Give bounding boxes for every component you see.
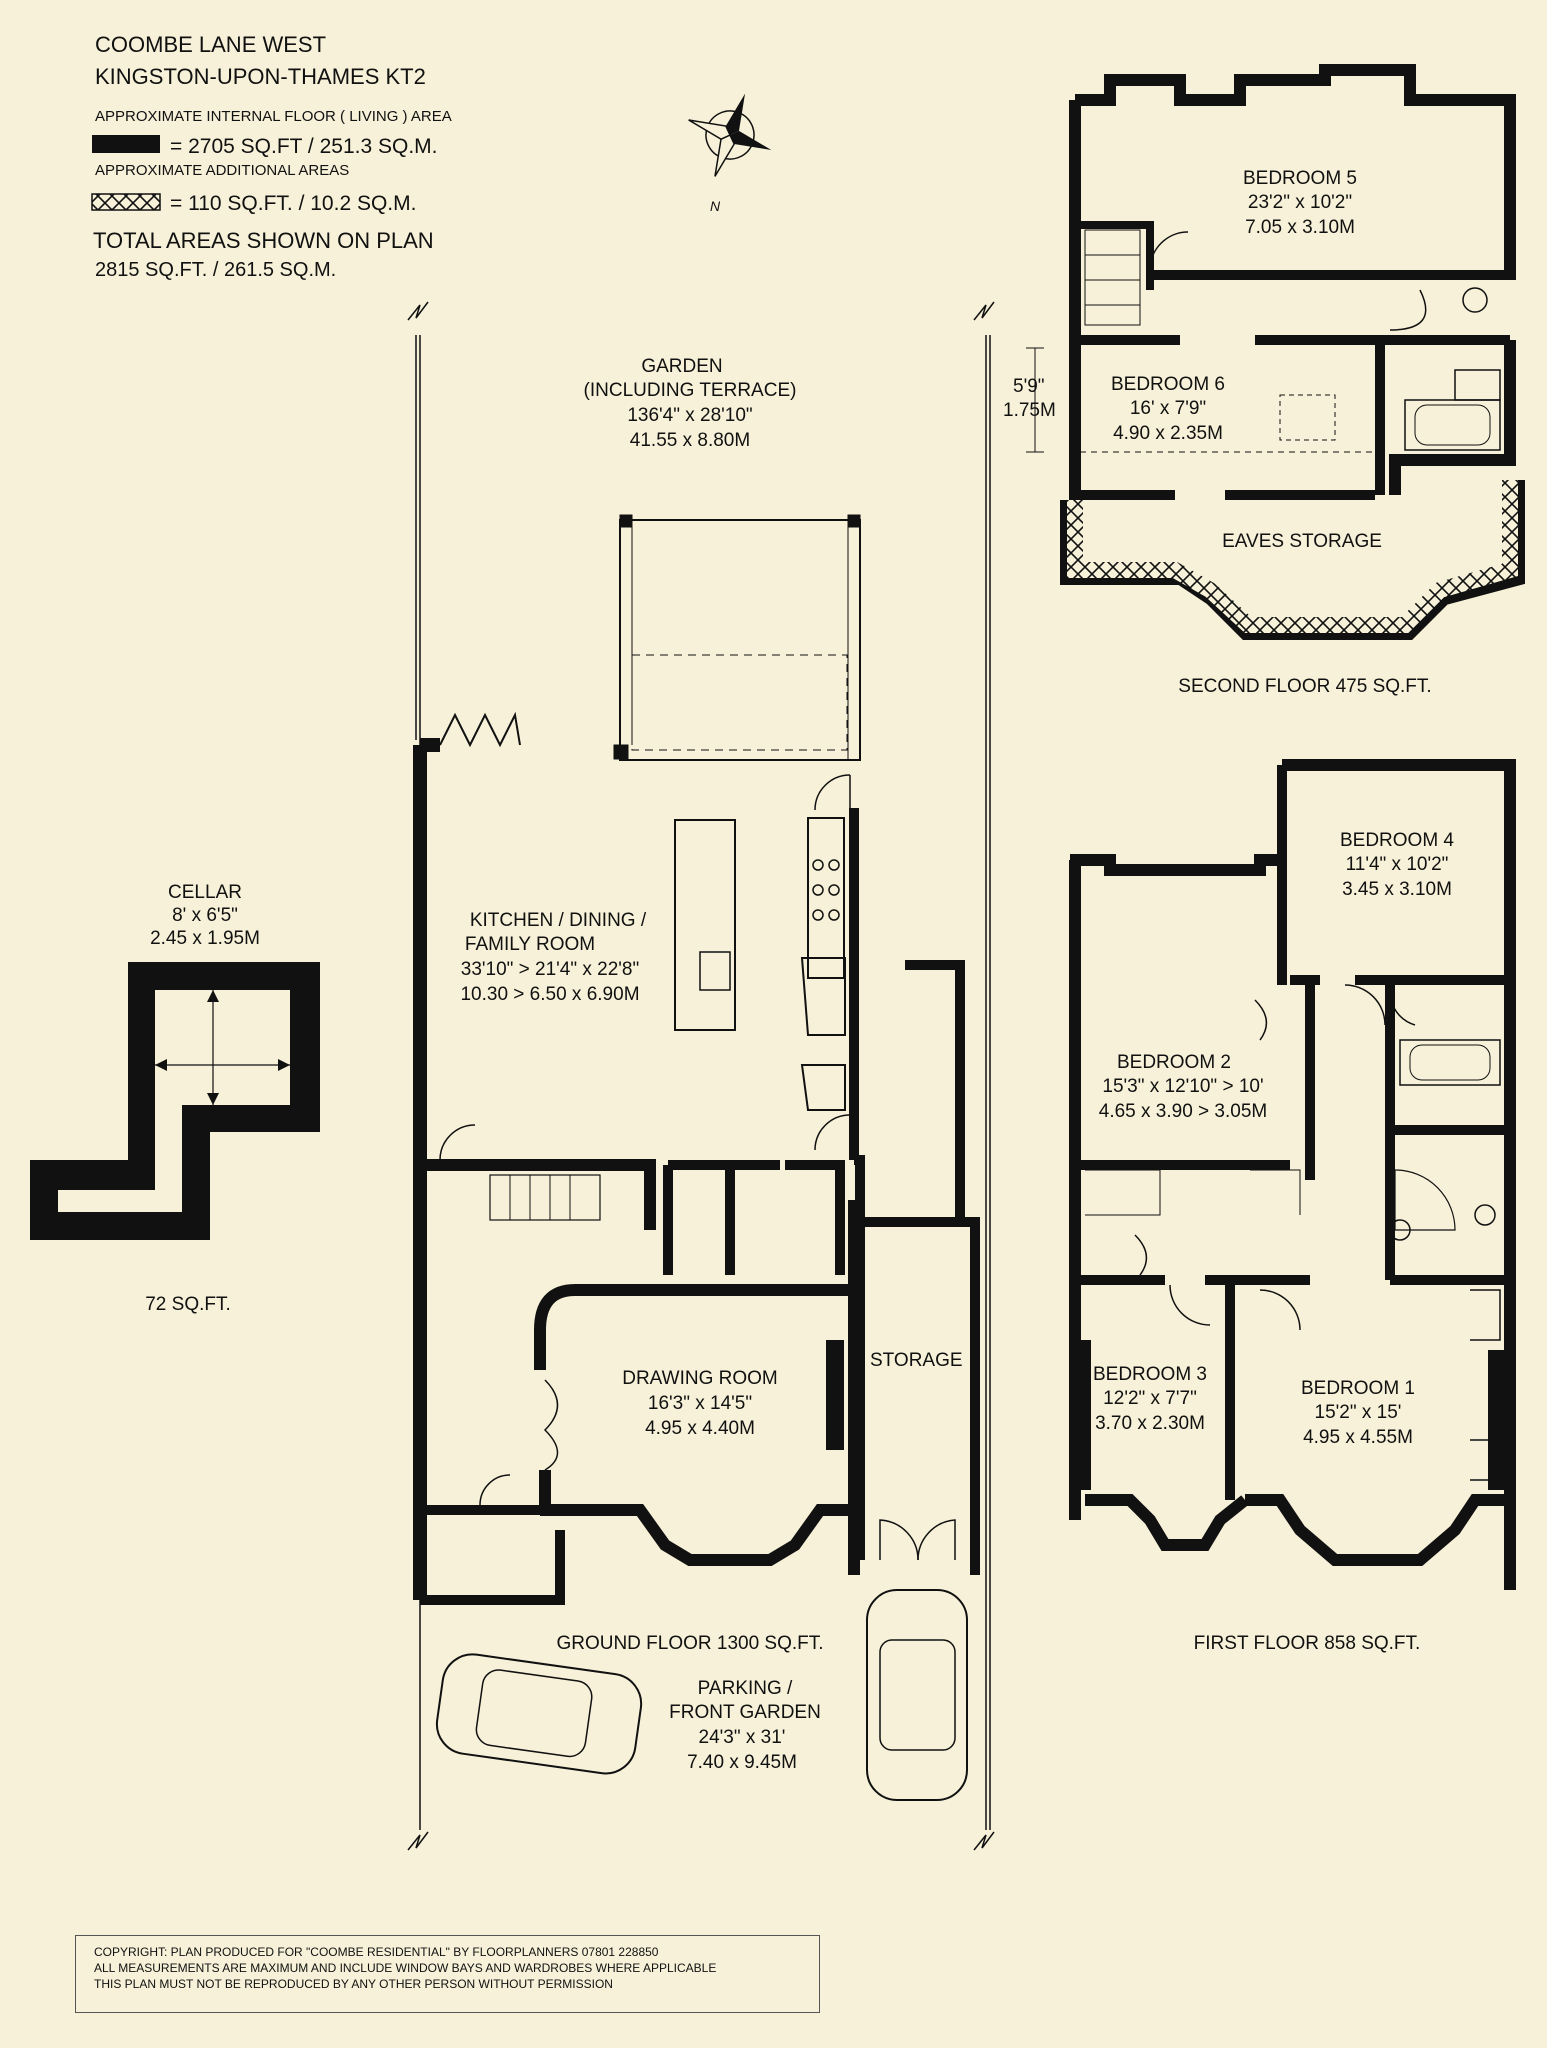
bedroom6-name: BEDROOM 6	[1110, 374, 1226, 395]
bedroom5-imperial: 23'2" x 10'2"	[1247, 192, 1353, 213]
garden-name: GARDEN	[641, 356, 723, 377]
cellar-area: 72 SQ.FT.	[145, 1294, 231, 1315]
cellar-metric: 2.45 x 1.95M	[150, 928, 260, 949]
garden-metric: 41.55 x 8.80M	[629, 430, 751, 451]
additional-area-label: APPROXIMATE ADDITIONAL AREAS	[95, 162, 350, 179]
bedroom3-imperial: 12'2" x 7'7"	[1103, 1388, 1197, 1409]
cellar-imperial: 8' x 6'5"	[172, 905, 238, 926]
garden-subtitle: (INCLUDING TERRACE)	[583, 380, 797, 401]
compass-icon	[688, 93, 772, 177]
copyright-line-1: COPYRIGHT: PLAN PRODUCED FOR "COOMBE RES…	[94, 1945, 659, 1959]
bedroom2-name: BEDROOM 2	[1116, 1052, 1232, 1073]
north-label: N	[710, 198, 721, 214]
kitchen-imperial: 33'10" > 21'4" x 22'8"	[460, 959, 640, 980]
copyright-line-2: ALL MEASUREMENTS ARE MAXIMUM AND INCLUDE…	[94, 1961, 717, 1976]
bedroom2-imperial: 15'3" x 12'10" > 10'	[1102, 1076, 1264, 1097]
living-area-swatch	[92, 135, 160, 153]
kitchen-name-line1: KITCHEN / DINING /	[469, 910, 647, 931]
bedroom5-name: BEDROOM 5	[1242, 168, 1358, 189]
bedroom4-imperial: 11'4" x 10'2"	[1345, 854, 1449, 875]
total-areas-label: TOTAL AREAS SHOWN ON PLAN	[93, 228, 434, 253]
bedroom3-metric: 3.70 x 2.30M	[1095, 1413, 1205, 1434]
additional-area-swatch	[91, 193, 161, 211]
copyright-box: COPYRIGHT: PLAN PRODUCED FOR "COOMBE RES…	[75, 1935, 820, 2013]
internal-area-label: APPROXIMATE INTERNAL FLOOR ( LIVING ) AR…	[95, 108, 452, 125]
drawing-room-name: DRAWING ROOM	[622, 1368, 778, 1389]
eaves-height-imperial: 5'9"	[1013, 376, 1045, 397]
bedroom4-metric: 3.45 x 3.10M	[1342, 879, 1452, 900]
storage-name: STORAGE	[870, 1350, 963, 1371]
bedroom4-name: BEDROOM 4	[1339, 830, 1455, 851]
eaves-height-metric: 1.75M	[1003, 400, 1056, 421]
second-floor-plan	[1026, 64, 1525, 640]
parking-metric: 7.40 x 9.45M	[687, 1752, 797, 1773]
bedroom2-metric: 4.65 x 3.90 > 3.05M	[1098, 1101, 1268, 1122]
bedroom6-imperial: 16' x 7'9"	[1129, 398, 1207, 419]
copyright-line-3: THIS PLAN MUST NOT BE REPRODUCED BY ANY …	[94, 1977, 613, 1992]
first-floor-title: FIRST FLOOR 858 SQ.FT.	[1193, 1633, 1421, 1654]
additional-area-value: = 110 SQ.FT. / 10.2 SQ.M.	[170, 192, 417, 215]
eaves-storage-name: EAVES STORAGE	[1222, 531, 1382, 552]
ground-floor-title: GROUND FLOOR 1300 SQ.FT.	[556, 1633, 824, 1654]
second-floor-title: SECOND FLOOR 475 SQ.FT.	[1178, 676, 1432, 697]
address-line-1: COOMBE LANE WEST	[95, 32, 327, 57]
bedroom3-name: BEDROOM 3	[1092, 1364, 1208, 1385]
parking-name-line2: FRONT GARDEN	[669, 1702, 821, 1723]
bedroom1-name: BEDROOM 1	[1300, 1378, 1416, 1399]
bedroom1-imperial: 15'2" x 15'	[1314, 1402, 1402, 1423]
first-floor-plan	[1069, 759, 1516, 1590]
drawing-room-imperial: 16'3" x 14'5"	[647, 1393, 753, 1414]
cellar-plan	[30, 962, 320, 1240]
bedroom1-metric: 4.95 x 4.55M	[1303, 1427, 1413, 1448]
bedroom6-metric: 4.90 x 2.35M	[1113, 423, 1223, 444]
parking-imperial: 24'3" x 31'	[698, 1727, 786, 1748]
ground-floor-plan	[407, 301, 995, 1851]
parking-name-line1: PARKING /	[697, 1678, 793, 1699]
kitchen-metric: 10.30 > 6.50 x 6.90M	[460, 984, 640, 1005]
kitchen-name-line2: FAMILY ROOM	[464, 934, 596, 955]
address-line-2: KINGSTON-UPON-THAMES KT2	[95, 64, 426, 89]
total-areas-value: 2815 SQ.FT. / 261.5 SQ.M.	[95, 259, 337, 281]
cellar-name: CELLAR	[168, 882, 242, 903]
drawing-room-metric: 4.95 x 4.40M	[645, 1418, 755, 1439]
internal-area-value: = 2705 SQ.FT / 251.3 SQ.M.	[170, 135, 438, 158]
bedroom5-metric: 7.05 x 3.10M	[1245, 217, 1355, 238]
garden-imperial: 136'4" x 28'10"	[627, 405, 753, 426]
